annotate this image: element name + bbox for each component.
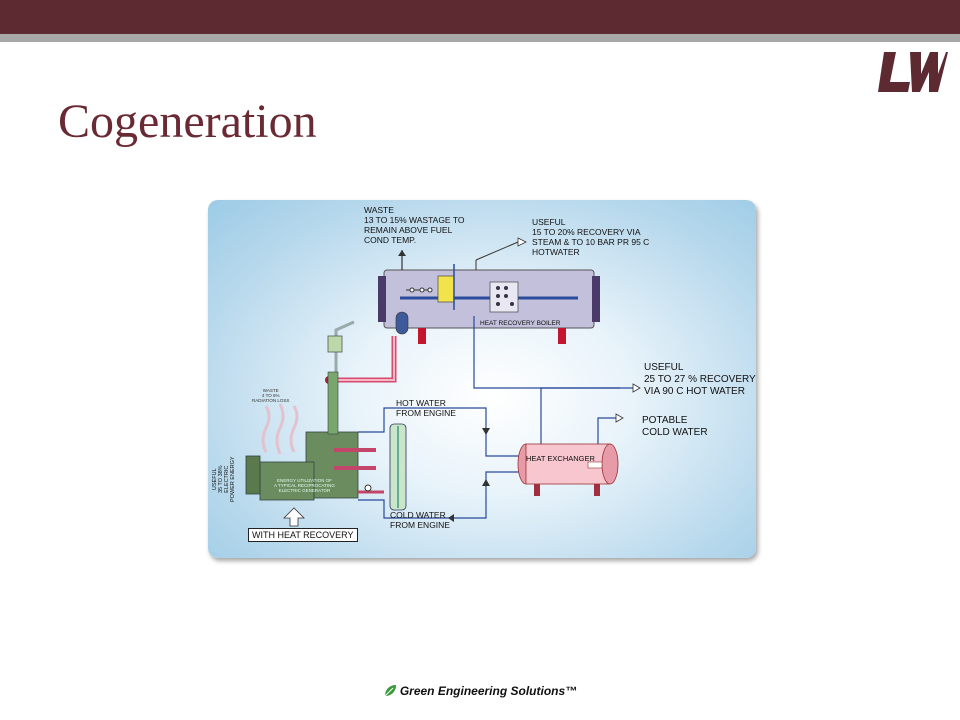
radiation-waves: [261, 403, 299, 455]
footer-text: Green Engineering Solutions™: [399, 683, 578, 698]
water-lines: [358, 316, 636, 519]
leaf-icon: [384, 684, 396, 697]
generator-caption: ENERGY UTILIZATION OF A TYPICAL RECIPROC…: [274, 478, 335, 493]
useful-steam-label: USEFUL 15 TO 20% RECOVERY VIA STEAM & TO…: [532, 217, 650, 257]
cold-water-from-engine-label: COLD WATER FROM ENGINE: [390, 510, 450, 530]
banner-divider: [0, 34, 960, 42]
slide-title: Cogeneration: [58, 95, 317, 148]
top-banner: [0, 0, 960, 34]
waste-radiation-label: WASTE 4 TO 6% RADIATION LOSS: [252, 388, 290, 403]
generator: [245, 371, 384, 501]
waste-top-label: WASTE 13 TO 15% WASTAGE TO REMAIN ABOVE …: [364, 205, 465, 245]
heat-exchanger: [517, 443, 619, 496]
heat-recovery-boiler-label: HEAT RECOVERY BOILER: [480, 320, 561, 327]
heat-recovery-boiler: [378, 264, 600, 344]
with-heat-recovery-label: WITH HEAT RECOVERY: [248, 528, 358, 542]
lw-logo-icon: [878, 52, 948, 92]
cogeneration-diagram: WASTE 13 TO 15% WASTAGE TO REMAIN ABOVE …: [208, 200, 756, 558]
useful-electric-label: USEFUL 35 TO 38% ELECTRIC POWER ENERGY: [212, 456, 236, 502]
potable-cold-water-label: POTABLE COLD WATER: [642, 415, 708, 438]
hot-water-from-engine-label: HOT WATER FROM ENGINE: [396, 398, 456, 418]
footer: Green Engineering Solutions™: [0, 682, 960, 702]
diagram-drawing: [245, 237, 641, 527]
useful-hot-water-label: USEFUL 25 TO 27 % RECOVERY VIA 90 C HOT …: [644, 362, 756, 397]
heat-exchanger-label: HEAT EXCHANGER: [526, 454, 595, 463]
